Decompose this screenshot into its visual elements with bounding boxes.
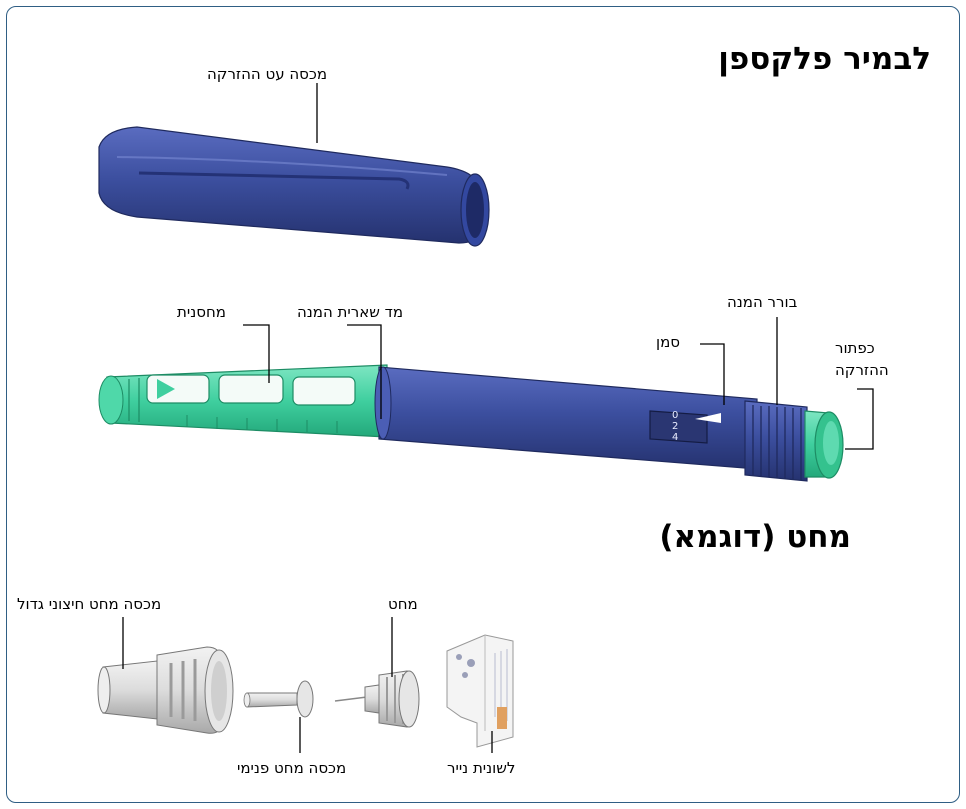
dose-selector-illustration	[745, 401, 807, 481]
paper-tab-illustration	[447, 635, 513, 747]
pen-title: לבמיר פלקספן	[718, 41, 931, 77]
pen-cap-illustration	[99, 127, 489, 246]
dose-mark-2: 2	[672, 421, 678, 432]
label-needle: מחט	[388, 595, 418, 613]
label-push-button-2: ההזרקה	[835, 361, 889, 379]
needle-illustration	[335, 671, 419, 727]
pen-body-illustration: 0 2 4	[99, 365, 843, 481]
label-pointer: סמן	[656, 333, 680, 351]
dose-mark-0: 0	[672, 410, 678, 421]
cartridge-window	[147, 375, 355, 405]
label-dose-selector: בורר המנה	[727, 293, 797, 311]
label-residual-scale: מד שארית המנה	[297, 303, 403, 321]
label-pen-cap: מכסה עט ההזרקה	[207, 65, 327, 83]
leader-push-button	[845, 389, 873, 449]
label-inner-needle-cap: מכסה מחט פנימי	[237, 759, 346, 777]
push-button-illustration	[805, 411, 843, 478]
label-paper-tab: לשונית נייר	[447, 759, 515, 777]
label-cartridge: מחסנית	[177, 303, 226, 321]
label-outer-needle-cap: מכסה מחט חיצוני גדול	[17, 595, 161, 613]
needle-title: מחט (דוגמא)	[659, 519, 851, 555]
diagram-frame: 0 2 4	[6, 6, 960, 803]
label-push-button-1: כפתור	[835, 339, 875, 357]
dose-mark-4: 4	[672, 432, 678, 443]
illustration: 0 2 4	[7, 7, 959, 802]
outer-needle-cap-illustration	[98, 647, 233, 733]
inner-needle-cap-illustration	[244, 681, 313, 717]
